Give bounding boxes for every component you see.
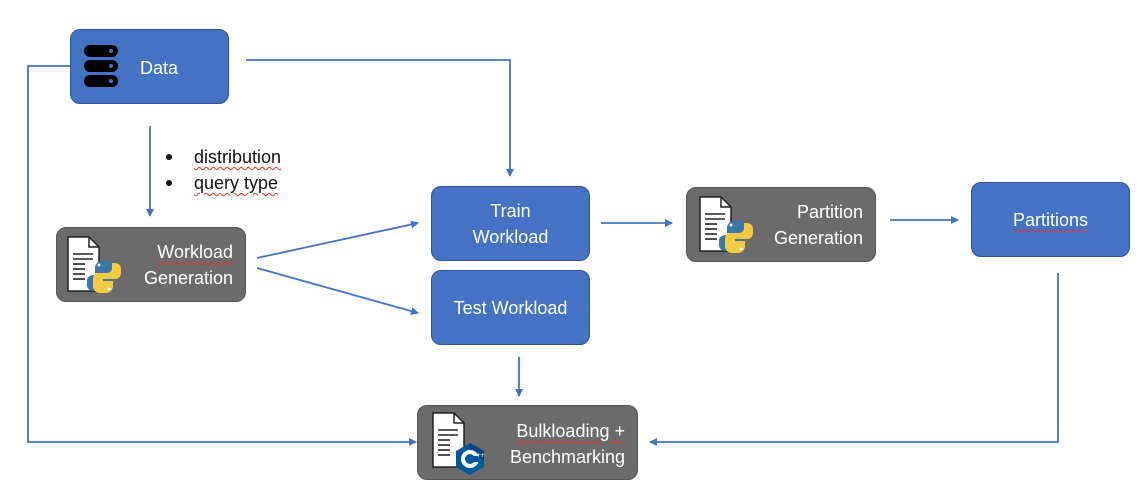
bullet-text: query type bbox=[194, 173, 279, 193]
label-line: Workload bbox=[157, 242, 233, 262]
bullet-text: distribution bbox=[194, 147, 282, 167]
svg-text:+: + bbox=[476, 452, 481, 459]
label-line: Generation bbox=[143, 268, 233, 288]
bullet-dot bbox=[166, 180, 172, 186]
svg-text:+: + bbox=[480, 452, 485, 459]
edge-data-to-bulkloading bbox=[27, 65, 417, 446]
test-workload-label: Test Workload bbox=[453, 297, 568, 318]
partitions-label: Partitions bbox=[1012, 209, 1089, 230]
edge-data-to-train bbox=[246, 59, 514, 177]
bulkloading-benchmarking-label: Bulkloading + Benchmarking bbox=[510, 418, 625, 470]
cpp-script-icon: + + bbox=[432, 412, 485, 475]
data-node: Data bbox=[70, 29, 229, 104]
workload-generation-node: Workload Generation bbox=[56, 227, 246, 302]
label-line: Benchmarking bbox=[509, 447, 625, 467]
label-line: Partition bbox=[796, 202, 863, 222]
edge-workload-to-test bbox=[256, 267, 419, 315]
bulkloading-benchmarking-node: + + Bulkloading + Benchmarking bbox=[417, 405, 638, 480]
partition-generation-node: Partition Generation bbox=[686, 187, 876, 262]
label-line: Workload bbox=[472, 226, 549, 247]
label-line: Train bbox=[490, 200, 531, 221]
test-workload-node: Test Workload bbox=[431, 270, 590, 345]
python-script-icon bbox=[699, 196, 753, 253]
partition-generation-label: Partition Generation bbox=[774, 199, 863, 251]
workload-generation-label: Workload Generation bbox=[144, 239, 233, 291]
edge-partitions-to-bulkloading bbox=[649, 273, 1059, 446]
label-line: Bulkloading + bbox=[516, 421, 625, 441]
list-item: distribution bbox=[166, 144, 281, 170]
list-item: query type bbox=[166, 170, 281, 196]
workload-parameters-list: distribution query type bbox=[166, 144, 281, 196]
edge-workload-to-train bbox=[256, 220, 419, 259]
data-label: Data bbox=[140, 58, 179, 78]
train-workload-node: Train Workload bbox=[431, 186, 590, 261]
bullet-dot bbox=[166, 154, 172, 160]
database-icon bbox=[84, 45, 118, 87]
train-workload-label: Train Workload bbox=[432, 198, 589, 250]
partitions-node: Partitions bbox=[971, 182, 1130, 257]
label-line: Generation bbox=[773, 228, 863, 248]
python-script-icon bbox=[67, 236, 121, 293]
